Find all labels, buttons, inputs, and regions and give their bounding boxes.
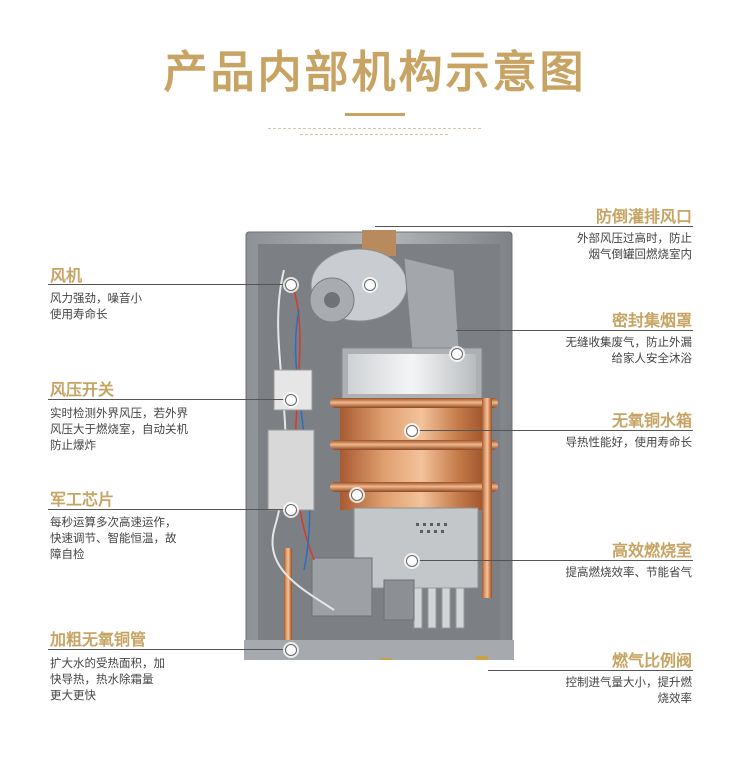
anti-backflow-description: 外部风压过高时，防止 烟气倒罐回燃烧室内 [577,231,692,261]
fan-description: 风力强劲，噪音小 使用寿命长 [50,291,142,321]
copper-coil-marker [351,489,363,501]
pressure-switch-label: 风压开关 [50,380,115,399]
combustion-chamber-description: 提高燃烧效率、节能省气 [565,565,693,579]
copper-pipe-label: 加粗无氧铜管 [50,630,147,649]
anti-backflow-marker [364,279,376,291]
subtitle-decoration [268,128,482,129]
copper-pipe-description: 扩大水的受热面积，加 快导热，热水除霜量 更大更快 [50,656,165,702]
chip-leader-line [48,509,292,510]
chip-description: 每秒运算多次高速运作， 快速调节、智能恒温，故 障自检 [50,515,177,561]
copper-pipe-leader-line [48,649,292,650]
gas-valve-leader-line [488,670,693,671]
fan-label: 风机 [50,266,83,285]
anti-backflow-label: 防倒灌排风口 [595,207,692,226]
combustion-chamber-leader-line [413,560,693,561]
water-tank-description: 导热性能好，使用寿命长 [565,435,693,449]
gas-valve-label: 燃气比例阀 [611,651,692,670]
water-tank-leader-line [413,430,693,431]
chip-label: 军工芯片 [50,490,115,509]
smoke-hood-description: 无缝收集废气，防止外漏 给家人安全沐浴 [565,335,693,365]
subtitle-decoration [300,134,450,135]
combustion-chamber-label: 高效燃烧室 [611,541,692,560]
water-heater-illustration [244,230,514,660]
pressure-switch-leader-line [48,399,292,400]
fan-marker [285,279,297,291]
copper-pipe-marker [285,644,297,656]
chip-marker [285,504,297,516]
fan-leader-line [48,284,292,285]
water-tank-marker [406,425,418,437]
water-tank-label: 无氧铜水箱 [611,411,692,430]
page-title: 产品内部机构示意图 [163,47,587,98]
title-underline [345,113,405,116]
smoke-hood-leader-line [456,330,693,331]
gas-valve-description: 控制进气量大小，提升燃 烧效率 [565,675,693,705]
combustion-chamber-marker [406,555,418,567]
smoke-hood-marker [451,348,463,360]
anti-backflow-leader-line [375,226,693,227]
smoke-hood-label: 密封集烟罩 [611,311,692,330]
pressure-switch-description: 实时检测外界风压，若外界 风压大于燃烧室，自动关机 防止爆炸 [50,406,188,452]
pressure-switch-marker [285,394,297,406]
